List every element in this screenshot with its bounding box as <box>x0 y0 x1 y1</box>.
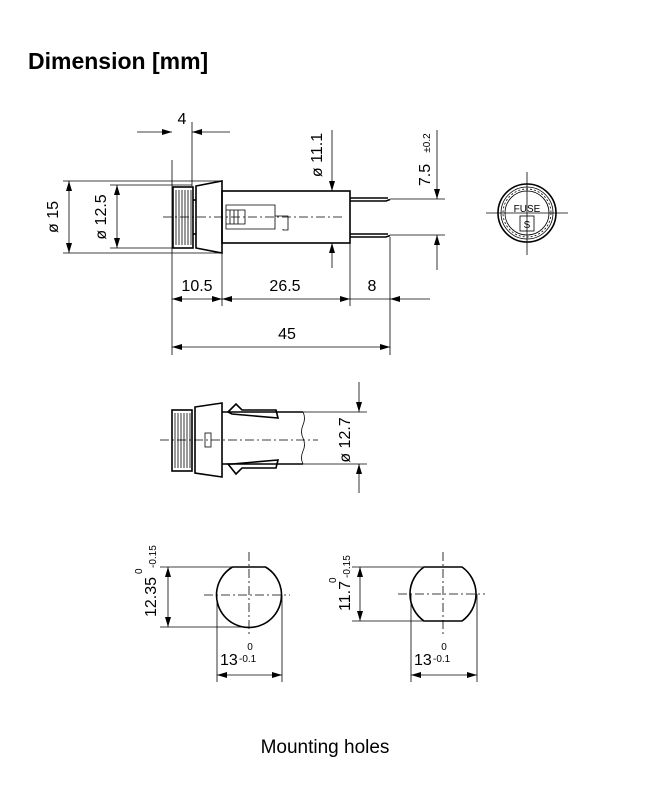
front-view: FUSE S <box>486 172 568 255</box>
hole1-width-tol-upper: 0 <box>247 642 253 653</box>
dim-clip-dia: ø 12.7 <box>337 417 354 462</box>
mounting-hole-1: 12.35 0 -0.15 13 0 -0.1 <box>134 545 290 682</box>
dim-front: 10.5 <box>181 278 212 295</box>
hole2-height-tol-lower: -0.15 <box>342 555 353 578</box>
dim-body: 26.5 <box>269 278 300 295</box>
knob-knurling <box>175 190 192 245</box>
dim-outer-dia: ø 15 <box>45 201 62 233</box>
hole2-width-tol-upper: 0 <box>441 642 447 653</box>
page-title: Dimension [mm] <box>28 48 209 74</box>
hole1-height-tol-upper: 0 <box>134 568 145 574</box>
pins <box>350 197 391 238</box>
mounting-holes-caption: Mounting holes <box>260 737 390 758</box>
clip-view: ø 12.7 <box>160 382 367 493</box>
fuse-label: FUSE <box>514 204 541 215</box>
mounting-hole-2: 11.7 0 -0.15 13 0 -0.1 <box>328 552 485 682</box>
hole1-width-tol-lower: -0.1 <box>239 654 257 665</box>
hole1-height-tol-lower: -0.15 <box>148 545 159 568</box>
hole1-height: 12.35 <box>143 577 160 617</box>
fuse-symbol: S <box>524 220 531 231</box>
hole2-width-tol-lower: -0.1 <box>433 654 451 665</box>
hole1-width: 13 <box>220 652 238 669</box>
dim-cap-width: 4 <box>178 111 187 128</box>
dim-pins: 8 <box>368 278 377 295</box>
hole2-height: 11.7 <box>337 581 354 611</box>
dim-cap-dia: ø 12.5 <box>93 194 110 239</box>
dim-body-dia: ø 11.1 <box>309 133 326 177</box>
hole2-height-tol-upper: 0 <box>328 577 339 583</box>
hole2-width: 13 <box>414 652 432 669</box>
dim-pin-spacing: 7.5 <box>417 164 434 186</box>
dim-pin-spacing-tol: ±0.2 <box>422 133 433 153</box>
side-view: 4 ø 15 ø 12.5 ø 11.1 7.5 ±0.2 10.5 26 <box>45 111 445 355</box>
dim-total: 45 <box>278 326 296 343</box>
